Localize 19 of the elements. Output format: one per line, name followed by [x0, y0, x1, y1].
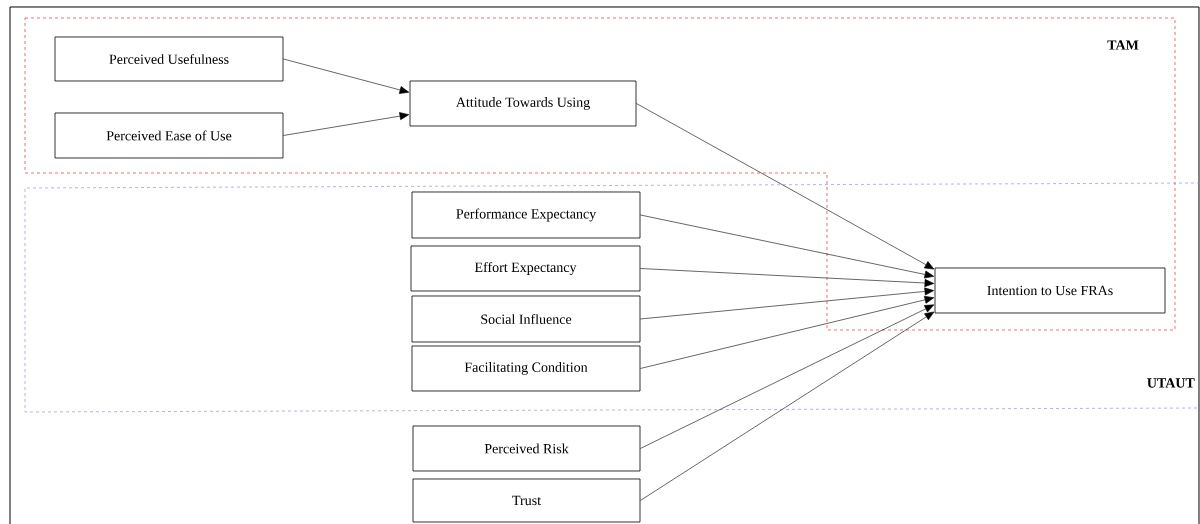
arrow	[640, 295, 935, 369]
construct-box: Intention to Use FRAs	[934, 267, 1166, 314]
construct-box: Trust	[412, 478, 641, 523]
construct-box: Effort Expectancy	[410, 245, 641, 292]
arrow	[283, 58, 410, 94]
construct-box: Perceived Usefulness	[54, 36, 284, 82]
arrow	[640, 304, 935, 449]
construct-box: Perceived Ease of Use	[54, 112, 284, 159]
arrow	[283, 112, 410, 136]
arrow	[636, 103, 935, 270]
arrow	[640, 214, 935, 279]
construct-box: Perceived Risk	[412, 425, 641, 472]
arrow	[640, 311, 935, 501]
construct-box: Social Influence	[411, 295, 641, 343]
construct-box: Facilitating Condition	[411, 345, 641, 392]
construct-box: Attitude Towards Using	[409, 80, 637, 127]
arrow	[640, 268, 935, 287]
construct-box: Performance Expectancy	[411, 191, 641, 239]
arrow	[640, 287, 935, 320]
